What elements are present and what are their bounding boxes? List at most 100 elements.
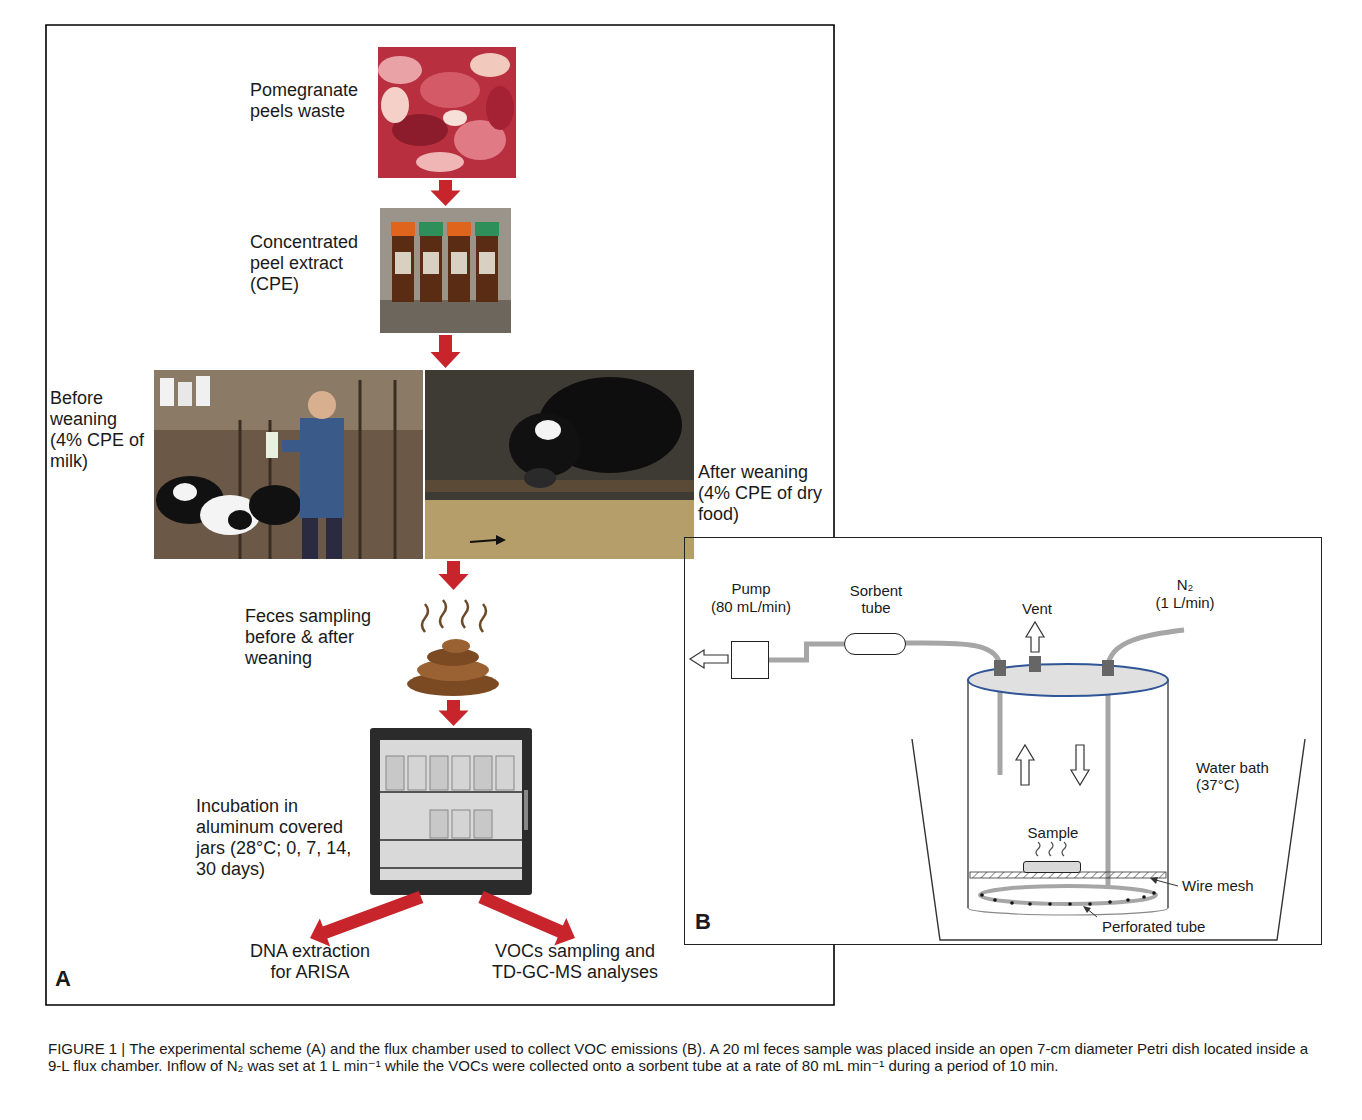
flow-arrow — [431, 180, 461, 206]
pomegranate-photo — [420, 72, 480, 108]
text-slot: B — [695, 909, 725, 935]
incubator-photo — [452, 756, 470, 790]
flux-chamber — [1108, 900, 1112, 904]
step-label: Before weaning (4% CPE of milk) — [50, 388, 150, 472]
calves-photo — [154, 370, 424, 559]
flux-chamber — [1016, 745, 1034, 785]
flow-arrow — [439, 700, 469, 726]
text-slot: (80 mL/min) — [707, 598, 795, 615]
gas-tube — [769, 644, 844, 660]
flux-chamber — [1150, 877, 1158, 884]
feces-icon — [462, 600, 468, 628]
flux-chamber — [905, 643, 1000, 775]
flow-arrow — [439, 561, 469, 590]
feces-icon — [422, 604, 428, 632]
flow-arrow — [310, 891, 423, 947]
flux-chamber — [968, 908, 1168, 915]
sorbent-tube: Sorbent tube — [844, 633, 906, 655]
photo-step: Before weaning (4% CPE of milk)After wea… — [154, 370, 694, 559]
flux-chamber — [1048, 902, 1052, 906]
text-slot: VOCs sampling and TD-GC-MS analyses — [480, 941, 670, 983]
flow-arrow — [478, 891, 575, 945]
incubator-photo — [380, 839, 522, 841]
pomegranate-photo — [381, 87, 409, 123]
flux-chamber — [690, 650, 728, 668]
figure-caption: FIGURE 1 | The experimental scheme (A) a… — [48, 1040, 1320, 1074]
sample-dish: Sample — [1023, 861, 1081, 873]
step-label: Pump — [707, 580, 795, 597]
step-label: Pomegranate peels waste — [250, 80, 374, 122]
flux-chamber — [1102, 660, 1114, 676]
text-slot: Vent — [1010, 600, 1064, 617]
photo-step: Concentrated peel extract (CPE) — [380, 208, 511, 333]
bath-outline — [912, 739, 1305, 940]
extract-photo — [423, 252, 439, 274]
extract-photo — [380, 208, 511, 333]
text-slot: Pump — [707, 580, 795, 597]
extract-photo — [420, 232, 442, 302]
extract-photo — [476, 232, 498, 302]
part-label: N₂ — [1160, 576, 1210, 593]
calves-photo — [239, 420, 242, 559]
feces-icon — [407, 600, 499, 696]
flux-chamber — [1029, 656, 1041, 672]
pomegranate-photo — [443, 110, 467, 126]
flux-chamber — [1010, 901, 1014, 905]
pump-box: Pump(80 mL/min) — [731, 641, 769, 679]
flux-chamber — [1026, 622, 1044, 652]
step-label: Incubation in aluminum covered jars (28°… — [196, 796, 364, 880]
calves-photo — [154, 370, 424, 430]
cow-photo — [535, 420, 561, 440]
extract-photo — [380, 300, 511, 333]
calves-photo — [173, 483, 197, 501]
pomegranate-photo — [486, 86, 514, 130]
text-slot: Concentrated peel extract (CPE) — [250, 232, 374, 295]
step-label: Sorbent tube — [837, 582, 915, 616]
incubator-photo — [386, 756, 404, 790]
extract-photo — [479, 252, 495, 274]
text-slot: FIGURE 1 | The experimental scheme (A) a… — [48, 1040, 1320, 1074]
flow-arrow — [439, 561, 469, 590]
calves-photo — [394, 380, 397, 559]
flow-arrow — [310, 891, 423, 947]
cow-photo — [470, 540, 496, 542]
flux-chamber — [967, 680, 968, 908]
incubator-photo — [474, 810, 492, 838]
incubator-photo — [380, 791, 522, 793]
flux-chamber — [1036, 842, 1040, 856]
flux-chamber — [1142, 895, 1146, 899]
extract-photo — [391, 222, 415, 236]
flow-arrow — [439, 700, 469, 726]
step-label: Sample — [1012, 824, 1094, 841]
text-slot: Pomegranate peels waste — [250, 80, 374, 122]
calves-photo — [308, 391, 336, 419]
part-label: Vent — [1010, 600, 1064, 617]
pomegranate-photo — [378, 47, 516, 178]
flux-chamber — [1088, 902, 1092, 906]
part-label: (1 L/min) — [1147, 594, 1223, 611]
step-label: VOCs sampling and TD-GC-MS analyses — [480, 941, 670, 983]
extract-photo — [447, 222, 471, 236]
calves-photo — [154, 370, 424, 559]
part-label: Perforated tube — [1100, 918, 1207, 935]
icon-step: Feces sampling before & after weaning — [403, 592, 504, 698]
flux-chamber — [1071, 745, 1089, 785]
calves-photo — [326, 518, 342, 559]
text-slot: Wire mesh — [1182, 877, 1264, 894]
flux-chamber — [1049, 842, 1053, 856]
feces-icon — [440, 600, 446, 628]
cow-photo — [423, 370, 425, 559]
text-slot: N₂ — [1160, 576, 1210, 593]
photo-step: Incubation in aluminum covered jars (28°… — [370, 728, 532, 895]
text-slot: (1 L/min) — [1147, 594, 1223, 611]
extract-photo — [448, 232, 470, 302]
extract-photo — [475, 222, 499, 236]
cow-photo — [524, 468, 556, 488]
cow-photo — [424, 370, 694, 559]
incubator-photo — [370, 728, 532, 895]
pomegranate-photo — [470, 53, 510, 77]
calves-photo — [282, 440, 304, 452]
text-slot: Sorbent tube — [837, 582, 915, 616]
panel-letter: A — [55, 966, 89, 992]
